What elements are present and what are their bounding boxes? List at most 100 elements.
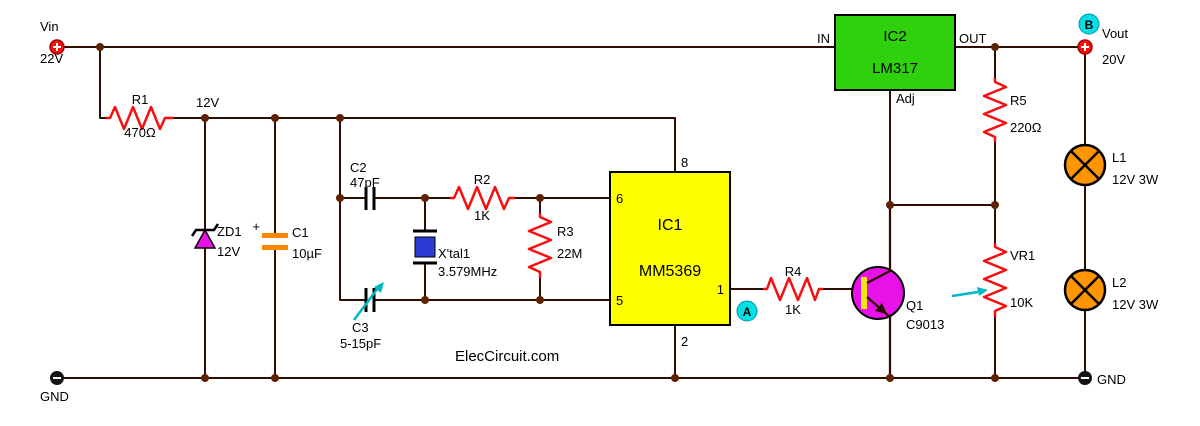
ic1-pin5-label: 5 xyxy=(616,293,623,308)
node-badge-circle xyxy=(1078,13,1100,35)
junction-dot xyxy=(991,201,999,209)
lamp-cross xyxy=(1070,150,1100,180)
component-ref: R1 xyxy=(132,92,149,107)
component-value: 5-15pF xyxy=(340,336,381,351)
node-badge-label: A xyxy=(743,305,752,319)
ic1-pin2-label: 2 xyxy=(681,334,688,349)
ic1-body xyxy=(609,171,731,326)
component-ref: R3 xyxy=(557,224,574,239)
zener-zd1: ZD1 12V xyxy=(190,223,242,259)
node-badge-circle xyxy=(736,300,758,322)
component-value: 3.579MHz xyxy=(438,264,497,279)
capacitor-c2: C2 47pF xyxy=(350,160,380,210)
wiper-arrowhead-icon xyxy=(977,287,988,296)
trimmer-arrow xyxy=(353,287,379,321)
component-value: 1K xyxy=(785,302,801,317)
junction-dot xyxy=(421,296,429,304)
wiper-arrow xyxy=(951,290,979,298)
junction-dot xyxy=(536,194,544,202)
transistor-q1: Q1 C9013 xyxy=(851,205,944,378)
component-ref: R2 xyxy=(474,172,491,187)
wire-segment xyxy=(339,117,367,301)
component-value: 220Ω xyxy=(1010,120,1042,135)
terminal-value: 20V xyxy=(1102,52,1125,67)
junction-dot xyxy=(991,43,999,51)
transistor-emitter xyxy=(866,296,892,378)
resistor-r3: R3 22M xyxy=(527,213,582,278)
component-value: 12V xyxy=(217,244,240,259)
polarity-plus: + xyxy=(252,219,260,234)
resistor-r4: R4 1K xyxy=(763,264,823,317)
component-ref: X'tal1 xyxy=(438,246,470,261)
lamp-cross xyxy=(1070,275,1100,305)
gnd-terminal-right: GND xyxy=(1078,371,1126,387)
junction-dot xyxy=(536,296,544,304)
wire-segment xyxy=(99,46,107,119)
ic2-pin-in-label: IN xyxy=(817,31,830,46)
node-badge-b: B xyxy=(1078,13,1100,35)
component-ref: C3 xyxy=(352,320,369,335)
vout-terminal: Vout 20V xyxy=(1077,26,1128,67)
junction-dot xyxy=(271,374,279,382)
terminal-value: 22V xyxy=(40,51,63,66)
terminal-label: GND xyxy=(40,389,69,404)
component-value: 470Ω xyxy=(124,125,156,140)
emitter-arrow-icon xyxy=(875,303,887,314)
junction-dot xyxy=(991,374,999,382)
component-value: C9013 xyxy=(906,317,944,332)
terminal-label: Vout xyxy=(1102,26,1128,41)
resistor-zigzag xyxy=(106,105,174,131)
ic2-pin-out-label: OUT xyxy=(959,31,987,46)
node-badge-a: A xyxy=(736,300,758,322)
resistor-zigzag xyxy=(450,185,515,211)
resistor-r2: R2 1K xyxy=(450,172,515,223)
resistor-zigzag xyxy=(763,276,823,302)
zener-triangle xyxy=(193,228,217,249)
junction-dot xyxy=(421,194,429,202)
component-ref: VR1 xyxy=(1010,248,1035,263)
component-value: 12V 3W xyxy=(1112,172,1159,187)
resistor-r5: R5 220Ω xyxy=(982,78,1042,142)
ic1-pin8-label: 8 xyxy=(681,155,688,170)
ic2-part: LM317 xyxy=(872,60,918,77)
junction-dot xyxy=(336,114,344,122)
transistor-base-bar xyxy=(861,277,867,309)
resistor-r1: R1 470Ω xyxy=(106,92,174,140)
cap-plate xyxy=(262,245,288,250)
component-value: 10K xyxy=(1010,295,1033,310)
junction-dot xyxy=(886,374,894,382)
junction-dot xyxy=(201,374,209,382)
junction-dot xyxy=(201,114,209,122)
component-ref: C1 xyxy=(292,225,309,240)
component-value: 22M xyxy=(557,246,582,261)
ic1-chip: IC1 MM5369 8 6 5 1 2 xyxy=(609,155,731,349)
cap-plate xyxy=(262,233,288,238)
terminal-label: Vin xyxy=(40,19,59,34)
component-ref: R4 xyxy=(785,264,802,279)
gnd-terminal-left: GND xyxy=(40,371,69,404)
ic1-ref: IC1 xyxy=(658,217,683,234)
component-ref: L2 xyxy=(1112,275,1126,290)
terminal-label: GND xyxy=(1097,372,1126,387)
component-ref: Q1 xyxy=(906,298,923,313)
vin-terminal: Vin 22V xyxy=(40,19,65,66)
ic1-part: MM5369 xyxy=(639,263,701,280)
capacitor-c3: C3 5-15pF xyxy=(340,282,384,351)
ic1-pin6-label: 6 xyxy=(616,191,623,206)
ic2-body xyxy=(834,14,956,91)
component-ref: ZD1 xyxy=(217,224,242,239)
resistor-zigzag xyxy=(527,213,553,278)
wire-segment xyxy=(173,117,676,173)
potentiometer-vr1: VR1 10K xyxy=(951,243,1035,317)
junction-dot xyxy=(671,374,679,382)
rail-12v-label: 12V xyxy=(196,95,219,110)
transistor-collector xyxy=(866,205,892,284)
capacitor-c1: + C1 10µF xyxy=(252,219,322,261)
trimmer-arrowhead-icon xyxy=(374,282,384,293)
junction-dot xyxy=(336,194,344,202)
junction-dot xyxy=(96,43,104,51)
node-badge-label: B xyxy=(1085,18,1094,32)
component-ref: R5 xyxy=(1010,93,1027,108)
